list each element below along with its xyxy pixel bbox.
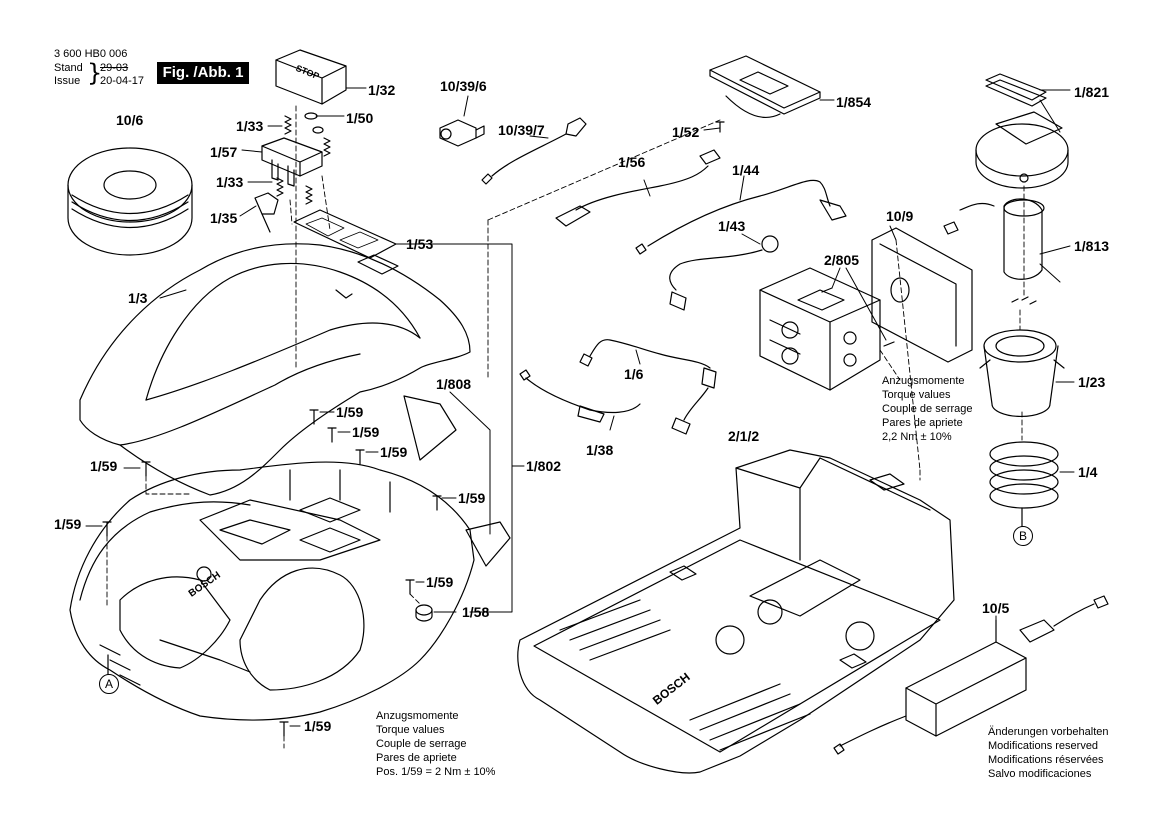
pcb-1-854 — [709, 55, 821, 118]
torque-note-right-line: Couple de serrage — [882, 403, 973, 415]
chassis-brand-text: BOSCH — [187, 570, 223, 600]
label-1-59c: 1/59 — [380, 444, 408, 460]
cover-10-9 — [871, 227, 973, 363]
part-1-821 — [975, 73, 1069, 189]
label-1-3: 1/3 — [128, 290, 148, 306]
stop-key-text: STOP — [294, 63, 320, 81]
issue-label: Issue — [54, 75, 81, 87]
label-1-33b: 1/33 — [216, 174, 244, 190]
cap-1-58 — [415, 604, 433, 622]
part-number: 3 600 HB0 006 — [54, 48, 128, 60]
sensor-1-43 — [669, 235, 779, 311]
label-1-52: 1/52 — [672, 124, 700, 140]
label-1-4: 1/4 — [1078, 464, 1098, 480]
label-1-38: 1/38 — [586, 442, 614, 458]
label-10-5: 10/5 — [982, 600, 1010, 616]
label-10-9: 10/9 — [886, 208, 914, 224]
torque-note-bottom-line: Pares de apriete — [376, 752, 457, 764]
torque-note-bottom-line: Pos. 1/59 = 2 Nm ± 10% — [376, 766, 496, 778]
label-1-35: 1/35 — [210, 210, 238, 226]
screws-1-59 — [102, 409, 442, 737]
label-1-802: 1/802 — [526, 458, 562, 474]
label-1-53: 1/53 — [406, 236, 434, 252]
torque-note-bottom-line: Couple de serrage — [376, 738, 467, 750]
label-10-6: 10/6 — [116, 112, 144, 128]
label-1-33a: 1/33 — [236, 118, 264, 134]
cable-1-38 — [519, 369, 641, 423]
base-brand-text: BOSCH — [650, 670, 693, 708]
label-1-23: 1/23 — [1078, 374, 1106, 390]
torque-note-bottom-line: Torque values — [376, 724, 445, 736]
screw-1-52 — [715, 121, 725, 133]
housing-1-23 — [979, 329, 1065, 417]
spring-1-4 — [989, 441, 1059, 509]
label-1-43: 1/43 — [718, 218, 746, 234]
harness-1-6 — [579, 339, 717, 435]
shield-1-808 — [403, 395, 511, 567]
figure-label: Fig. /Abb. 1 — [157, 62, 249, 84]
label-1-821: 1/821 — [1074, 84, 1110, 100]
torque-note-bottom: Anzugsmomente Torque values Couple de se… — [376, 709, 495, 779]
label-1-59d: 1/59 — [458, 490, 486, 506]
torque-note-right-line: Anzugsmomente — [882, 375, 965, 387]
label-1-813: 1/813 — [1074, 238, 1110, 254]
torque-note-right-line: 2,2 Nm ± 10% — [882, 431, 952, 443]
label-1-808: 1/808 — [436, 376, 472, 392]
stop-key-1-32: STOP — [275, 49, 347, 105]
torque-note-right-line: Pares de apriete — [882, 417, 963, 429]
battery-block-2-805 — [759, 267, 881, 391]
modifications-note-line: Änderungen vorbehalten — [988, 726, 1109, 738]
leader-lines — [85, 87, 1075, 727]
label-2-1-2: 2/1/2 — [728, 428, 760, 444]
torque-note-right: Anzugsmomente Torque values Couple de se… — [882, 374, 973, 444]
stand-label: Stand — [54, 62, 83, 74]
cable-10-39-7 — [481, 117, 587, 185]
assembly-dash-lines — [106, 105, 1025, 749]
label-1-59f: 1/59 — [54, 516, 82, 532]
label-1-57: 1/57 — [210, 144, 238, 160]
circle-marker-a: A — [99, 674, 119, 694]
torque-note-right-line: Torque values — [882, 389, 951, 401]
label-1-59g: 1/59 — [426, 574, 454, 590]
key-holder-1-57 — [261, 137, 323, 187]
label-1-32: 1/32 — [368, 82, 396, 98]
label-1-59h: 1/59 — [304, 718, 332, 734]
harness-1-56 — [555, 149, 721, 227]
issue-date: 20-04-17 — [100, 75, 145, 87]
label-2-805: 2/805 — [824, 252, 860, 268]
top-hood-1-3 — [79, 243, 471, 496]
motor-1-813 — [943, 198, 1045, 305]
label-1-59a: 1/59 — [336, 404, 364, 420]
label-1-50: 1/50 — [346, 110, 374, 126]
label-1-59e: 1/59 — [90, 458, 118, 474]
cable-1-44 — [635, 179, 847, 255]
label-1-854: 1/854 — [836, 94, 872, 110]
connector-10-39-6 — [439, 119, 485, 147]
label-10-39-6: 10/39/6 — [440, 78, 487, 94]
circle-marker-b: B — [1013, 526, 1033, 546]
stand-date: 29-03 — [100, 62, 129, 74]
charger-10-5 — [833, 595, 1109, 755]
modifications-note-line: Modifications réservées — [988, 754, 1104, 766]
brace-icon: } — [87, 59, 103, 87]
label-1-56: 1/56 — [618, 154, 646, 170]
screws-2-805 — [821, 287, 895, 347]
modifications-note: Änderungen vorbehalten Modifications res… — [988, 725, 1108, 781]
label-1-58: 1/58 — [462, 604, 490, 620]
base-chassis-2-1-2: BOSCH — [517, 449, 955, 774]
modifications-note-line: Modifications reserved — [988, 740, 1099, 752]
torque-note-bottom-line: Anzugsmomente — [376, 710, 459, 722]
label-1-44: 1/44 — [732, 162, 760, 178]
label-10-39-7: 10/39/7 — [498, 122, 545, 138]
label-1-6: 1/6 — [624, 366, 644, 382]
wire-spool-10-6 — [67, 147, 193, 256]
clip-1-35 — [254, 192, 279, 233]
modifications-note-line: Salvo modificaciones — [988, 768, 1092, 780]
chassis-body: BOSCH — [69, 461, 475, 721]
label-1-59b: 1/59 — [352, 424, 380, 440]
